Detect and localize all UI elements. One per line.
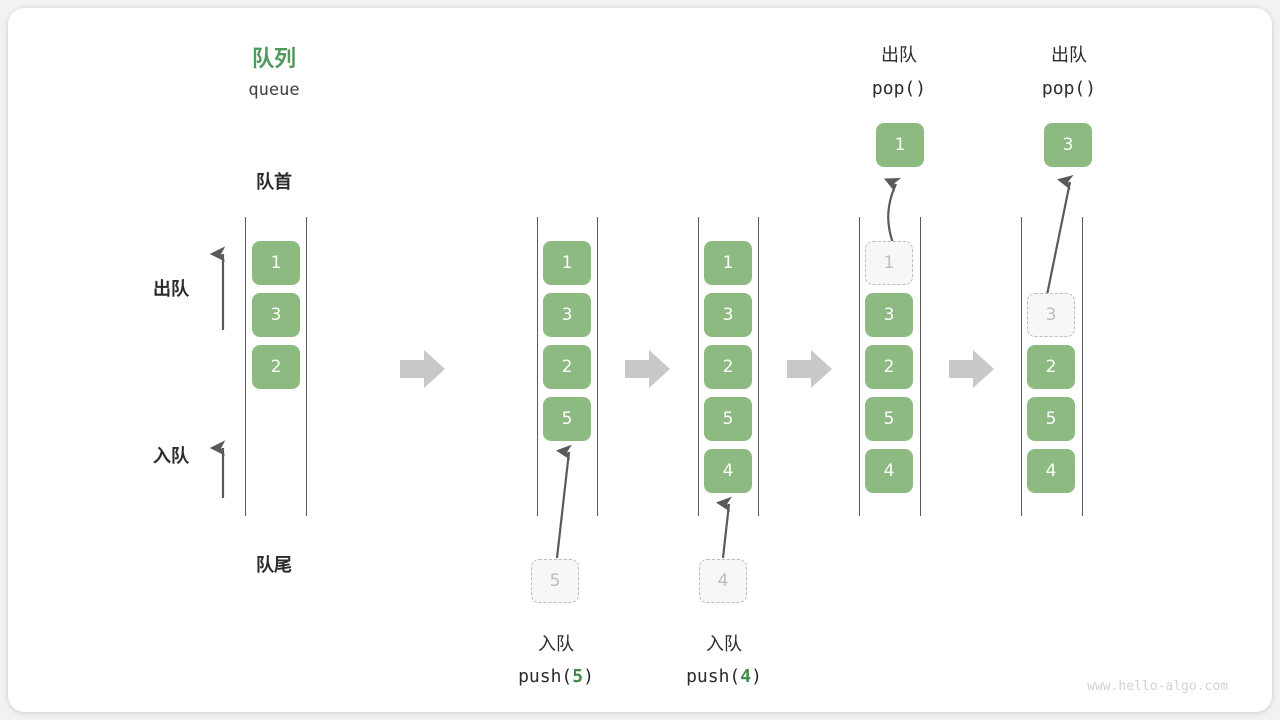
diagram-title-cn: 队列	[251, 47, 296, 72]
push-code-suffix-4: )	[751, 666, 762, 687]
push-arrow-4	[715, 496, 733, 559]
queue-cell: 2	[704, 345, 752, 389]
queue-cell: 5	[1027, 397, 1075, 441]
queue-rail-right-1	[306, 217, 308, 516]
dequeue-direction-arrow	[209, 246, 226, 330]
transition-arrow-icon	[400, 350, 445, 388]
queue-rail-right-2	[597, 217, 599, 516]
queue-cell: 5	[865, 397, 913, 441]
queue-cell: 4	[704, 449, 752, 493]
queue-rail-right-3	[758, 217, 760, 516]
pop-caption-cn-3: 出队	[1051, 45, 1087, 66]
diagram-card: 队列 queue 队首 队尾 出队 入队 1 3 2	[8, 8, 1272, 712]
transition-arrow-icon	[949, 350, 994, 388]
dequeue-side-label: 出队	[153, 279, 189, 300]
queue-cell: 2	[543, 345, 591, 389]
queue-cell: 1	[252, 241, 300, 285]
queue-cell: 3	[704, 293, 752, 337]
queue-cell: 2	[1027, 345, 1075, 389]
queue-cell: 2	[252, 345, 300, 389]
queue-front-label: 队首	[256, 172, 292, 193]
watermark: www.hello-algo.com	[1087, 679, 1228, 694]
push-arrow-5	[555, 444, 573, 559]
queue-cell: 5	[543, 397, 591, 441]
pop-caption-code-1: pop()	[871, 78, 927, 99]
enqueue-direction-arrow	[209, 440, 226, 498]
pop-arrow-3	[1044, 174, 1074, 301]
transition-arrow-icon	[625, 350, 670, 388]
push-caption-code-4: push(4)	[658, 666, 790, 687]
push-input-chip: 5	[531, 559, 579, 603]
push-code-suffix-5: )	[583, 666, 594, 687]
queue-cell-removed: 3	[1027, 293, 1075, 337]
push-code-prefix-5: push(	[518, 666, 573, 687]
queue-cell: 3	[252, 293, 300, 337]
push-code-prefix-4: push(	[686, 666, 741, 687]
push-input-chip: 4	[699, 559, 747, 603]
queue-rail-left-2	[537, 217, 539, 516]
pop-arrow-1	[884, 177, 902, 247]
queue-rail-left-1	[245, 217, 247, 516]
queue-rear-label: 队尾	[256, 555, 292, 576]
queue-rail-left-4	[859, 217, 861, 516]
transition-arrow-icon	[787, 350, 832, 388]
push-caption-cn-5: 入队	[538, 634, 574, 655]
push-code-arg-4: 4	[740, 666, 752, 687]
queue-cell: 2	[865, 345, 913, 389]
queue-cell: 3	[865, 293, 913, 337]
queue-rail-right-5	[1082, 217, 1084, 516]
queue-cell-removed: 1	[865, 241, 913, 285]
push-code-arg-5: 5	[572, 666, 584, 687]
queue-cell: 4	[865, 449, 913, 493]
enqueue-side-label: 入队	[153, 446, 189, 467]
diagram-title-en: queue	[248, 80, 300, 100]
queue-cell: 1	[543, 241, 591, 285]
queue-cell: 3	[543, 293, 591, 337]
queue-cell: 5	[704, 397, 752, 441]
queue-cell: 4	[1027, 449, 1075, 493]
push-caption-code-5: push(5)	[490, 666, 622, 687]
push-caption-cn-4: 入队	[706, 634, 742, 655]
pop-caption-cn-1: 出队	[881, 45, 917, 66]
queue-rail-left-3	[698, 217, 700, 516]
queue-rail-left-5	[1021, 217, 1023, 516]
queue-rail-right-4	[920, 217, 922, 516]
pop-output-chip: 1	[876, 123, 924, 167]
queue-cell: 1	[704, 241, 752, 285]
pop-caption-code-3: pop()	[1041, 78, 1097, 99]
pop-output-chip: 3	[1044, 123, 1092, 167]
